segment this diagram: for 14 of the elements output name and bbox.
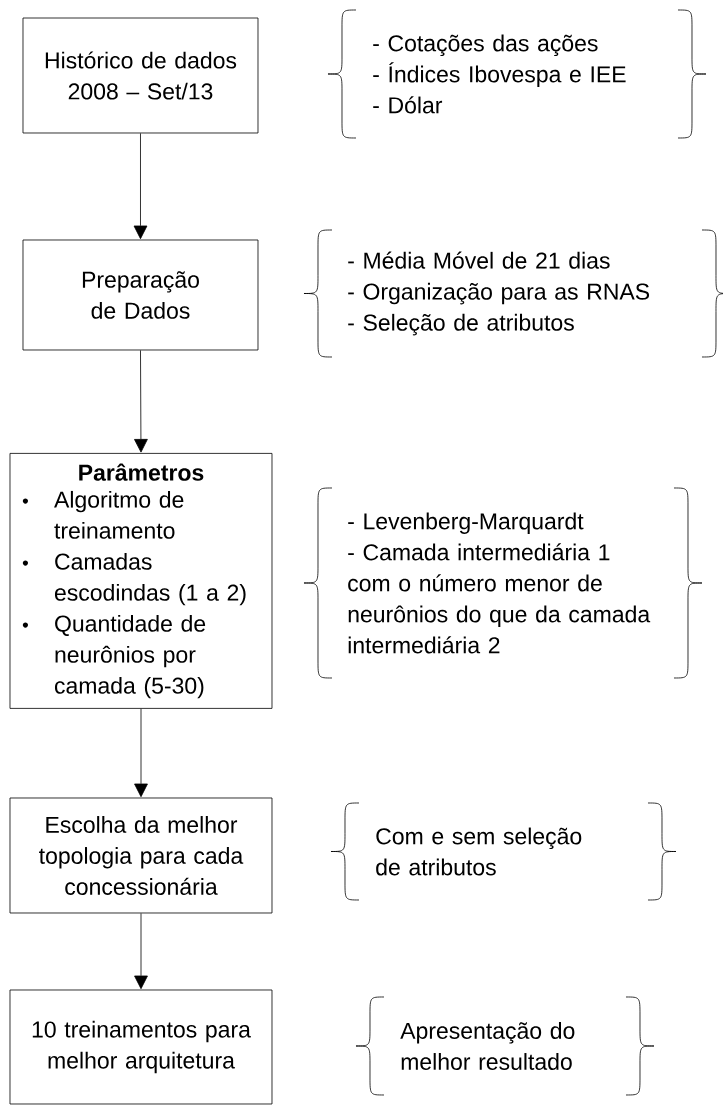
process-box: 10 treinamentos para melhor arquitetura [9, 989, 273, 1105]
arrow [134, 350, 148, 453]
process-box: Escolha da melhor topologia para cada concessionária [9, 797, 273, 914]
brace-note: - Média Móvel de 21 dias - Organização para as RNAS - Seleção de atributos [303, 229, 723, 358]
process-box: Histórico de dados 2008 – Set/13 [22, 17, 259, 134]
arrow [134, 913, 148, 990]
brace-note: Apresentação do melhor resultado [355, 996, 655, 1096]
process-box: Parâmetros Algoritmo de treinamento Camadas escodindas (1 a 2) Quantidade de neurônios por camada (5-30) [9, 453, 273, 709]
arrow [134, 708, 148, 798]
brace-note: Com e sem seleção de atributos [330, 802, 677, 901]
brace-note: - Cotações das ações - Índices Ibovespa e IEE - Dólar [327, 9, 707, 139]
brace-note: - Levenberg-Marquardt - Camada intermediária 1 com o número menor de neurônios do que da camada intermediária 2 [303, 487, 703, 679]
process-box: Preparação de Dados [22, 239, 259, 351]
arrow [133, 133, 148, 240]
